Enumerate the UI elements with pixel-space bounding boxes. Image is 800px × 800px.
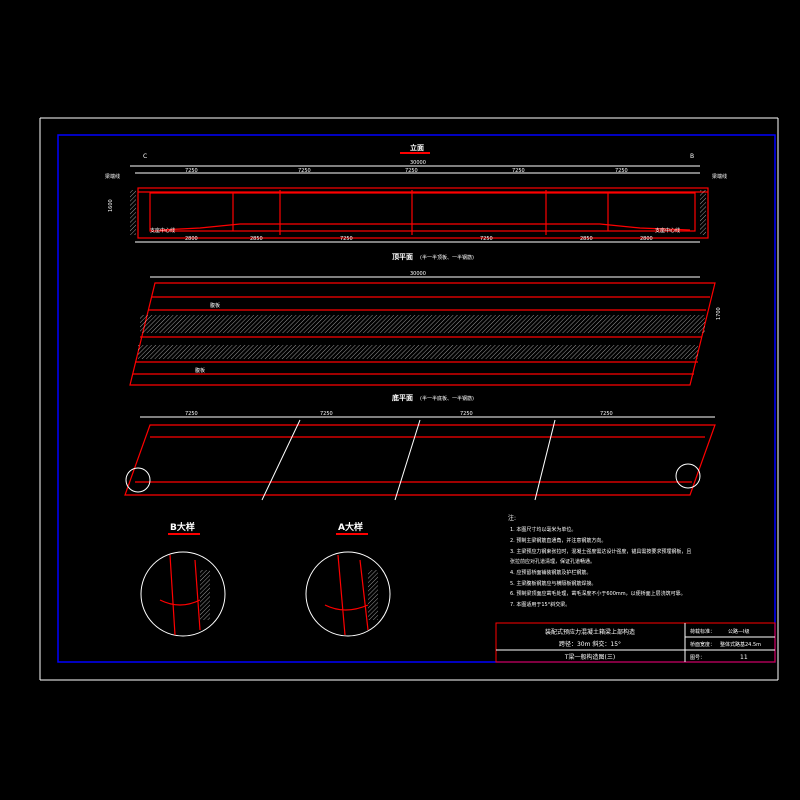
notes: 注: 1. 本图尺寸均以毫米为单位。 2. 预制主梁钢筋直通角，并注意钢筋方向。… [508, 514, 691, 608]
label-support-right: 支座中心线 [655, 227, 680, 234]
width-label: 桥面宽度： [690, 641, 715, 648]
label-beam-end-left: 梁端线 [105, 173, 120, 180]
dim-bottom-5: 2850 [580, 236, 593, 242]
top-plan-view: 顶平面 (半一半顶板、一半钢筋) 30000 腹板 腹板 1700 [129, 252, 722, 386]
project-title: 装配式预应力混凝土箱梁上部构造 [545, 628, 635, 636]
bottom-plan-title: 底平面 [392, 393, 413, 402]
dim-seg-2: 7250 [298, 168, 311, 174]
label-web-top: 腹板 [210, 302, 220, 309]
label-support-left: 支座中心线 [150, 227, 175, 234]
dim-bp-2: 7250 [320, 411, 333, 417]
load-value: 公路—I级 [728, 628, 749, 635]
section-mark-c: C [143, 153, 147, 160]
detail-a: A大样 [305, 521, 391, 637]
dim-bottom-2: 2850 [250, 236, 263, 242]
note-item: 5. 主梁腹板钢筋应与横隔板钢筋焊接。 [510, 580, 596, 587]
dim-bottom-4: 7250 [480, 236, 493, 242]
dim-bottom-1: 2800 [185, 236, 198, 242]
section-mark-b: B [690, 153, 694, 160]
dim-bottom-3: 7250 [340, 236, 353, 242]
detail-b: B大样 [140, 521, 226, 637]
dim-bp-3: 7250 [460, 411, 473, 417]
dim-bottom-6: 2800 [640, 236, 653, 242]
note-item: 2. 预制主梁钢筋直通角，并注意钢筋方向。 [510, 537, 606, 544]
dim-seg-1: 7250 [185, 168, 198, 174]
note-item: 1. 本图尺寸均以毫米为单位。 [510, 526, 576, 533]
dim-bp-4: 7250 [600, 411, 613, 417]
dim-bp-1: 7250 [185, 411, 198, 417]
dim-height: 1600 [108, 199, 114, 212]
number-label: 图号： [690, 655, 705, 661]
dim-seg-4: 7250 [512, 168, 525, 174]
detail-b-title: B大样 [170, 521, 195, 533]
drawing-number: 11 [740, 654, 748, 661]
load-label: 荷载标准： [690, 628, 715, 635]
span-info: 跨径：30m 斜交：15° [559, 640, 621, 648]
note-item: 6. 预制梁顶面应凿毛处理，凿毛深度不小于600mm，以便桥面上层浇筑可靠。 [510, 590, 686, 597]
label-beam-end-right: 梁端线 [712, 173, 727, 180]
note-item: 3. 主梁预应力钢束张拉时，混凝土强度需达设计强度，锚具需按要求预埋钢板，且 [510, 548, 691, 555]
dim-top-total: 30000 [410, 271, 426, 277]
bottom-plan-note: (半一半底板、一半钢筋) [420, 395, 474, 402]
note-item: 张拉前应对孔道清理，保证孔道畅通。 [510, 558, 595, 565]
drawing-name: T梁一般构造图(三) [564, 653, 615, 661]
note-item: 4. 应预留桥面铺装钢筋及护栏钢筋。 [510, 569, 591, 576]
elevation-view: 立面 C B 30000 7250 7250 7250 7250 7250 16… [105, 143, 727, 243]
dim-seg-5: 7250 [615, 168, 628, 174]
dim-total: 30000 [410, 160, 426, 166]
dim-seg-3: 7250 [405, 168, 418, 174]
note-item: 7. 本图适用于15°斜交梁。 [510, 601, 570, 608]
notes-heading: 注: [508, 514, 516, 522]
elevation-title: 立面 [410, 143, 424, 152]
label-web-bottom: 腹板 [195, 367, 205, 374]
drawing-frame [39, 117, 779, 681]
detail-a-title: A大样 [338, 521, 363, 533]
top-plan-title: 顶平面 [392, 252, 413, 261]
dim-side-top: 1700 [716, 307, 722, 320]
bottom-plan-view: 底平面 (半一半底板、一半钢筋) 7250 7250 7250 7250 [124, 393, 716, 501]
width-value: 整体式路基24.5m [720, 641, 761, 648]
top-plan-note: (半一半顶板、一半钢筋) [420, 254, 474, 261]
title-block: 装配式预应力混凝土箱梁上部构造 跨径：30m 斜交：15° T梁一般构造图(三)… [495, 622, 776, 663]
